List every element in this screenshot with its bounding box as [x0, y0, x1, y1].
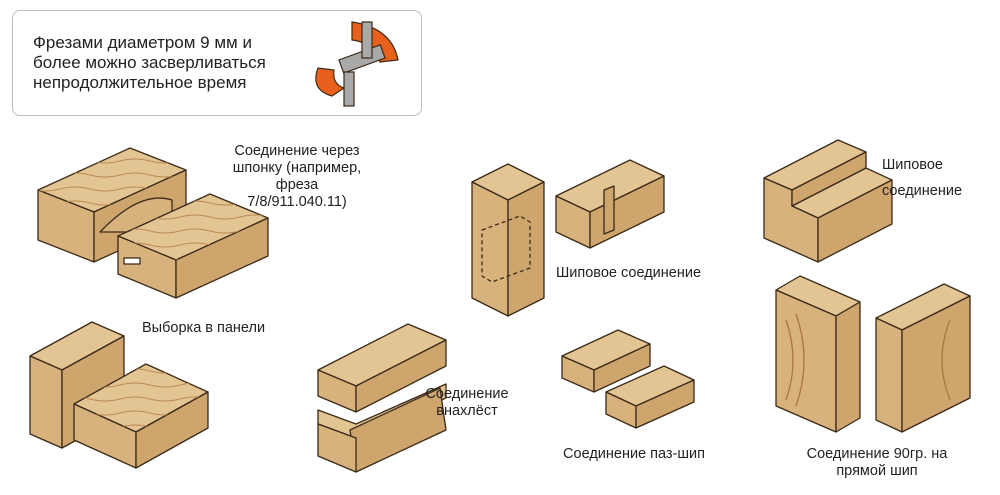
router-bit-icon	[315, 21, 399, 107]
tongue-groove-illustration	[561, 329, 695, 429]
caption-panel-groove: Выборка в панели	[142, 320, 266, 336]
caption-lap-joint: Соединение внахлёст	[425, 386, 509, 419]
info-note-text: Фрезами диаметром 9 мм и более можно зас…	[33, 33, 266, 92]
key-joint-illustration	[37, 147, 269, 299]
caption-key-joint: Соединение через шпонку (например, фреза…	[232, 143, 362, 210]
caption-tenon-joint: Шиповое соединение	[556, 265, 702, 281]
lap-joint-illustration	[317, 323, 447, 473]
caption-tongue-groove: Соединение паз-шип	[563, 446, 705, 462]
tenon-joint-illustration	[471, 159, 665, 317]
caption-finger-joint: Соединение 90гр. на прямой шип	[806, 446, 948, 479]
caption-tenon-joint-2: Шиповое соединение	[882, 157, 963, 199]
panel-groove-illustration	[29, 321, 209, 469]
finger-joint-illustration	[775, 275, 971, 433]
tenon-joint-2-illustration	[763, 139, 893, 263]
